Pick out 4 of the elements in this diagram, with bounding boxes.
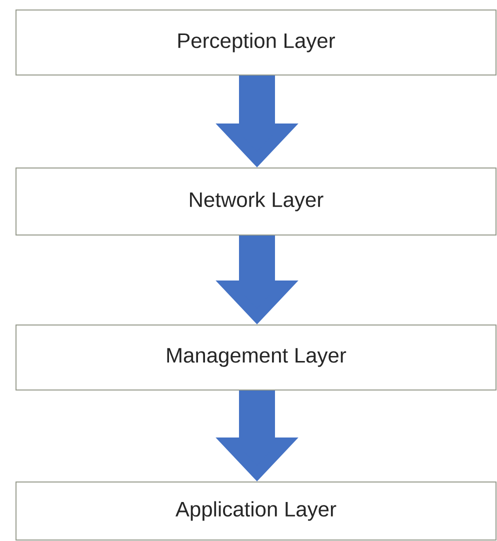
- layer-box: Application Layer: [16, 482, 496, 540]
- layer-box: Network Layer: [16, 168, 496, 236]
- layer-box: Management Layer: [16, 324, 496, 390]
- layer-box: Perception Layer: [16, 10, 496, 76]
